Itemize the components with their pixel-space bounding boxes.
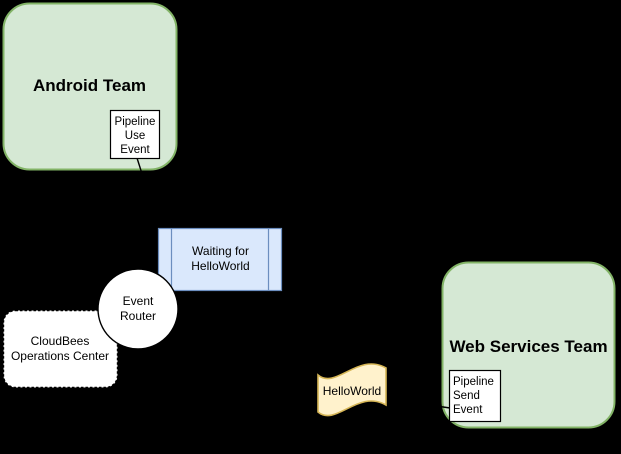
waiting-for-helloworld-rect — [157, 227, 283, 292]
helloworld-wave — [317, 363, 387, 417]
connector-use-event-to-router — [136, 157, 153, 206]
pipeline-send-event-box — [448, 369, 502, 423]
pipeline-use-event-box — [109, 109, 161, 160]
waiting-for-helloworld-box — [157, 227, 283, 292]
event-router-circle — [97, 268, 179, 350]
cloudbees-operations-center-box — [2, 309, 119, 389]
connector-helloworld-to-send-event — [388, 398, 451, 409]
